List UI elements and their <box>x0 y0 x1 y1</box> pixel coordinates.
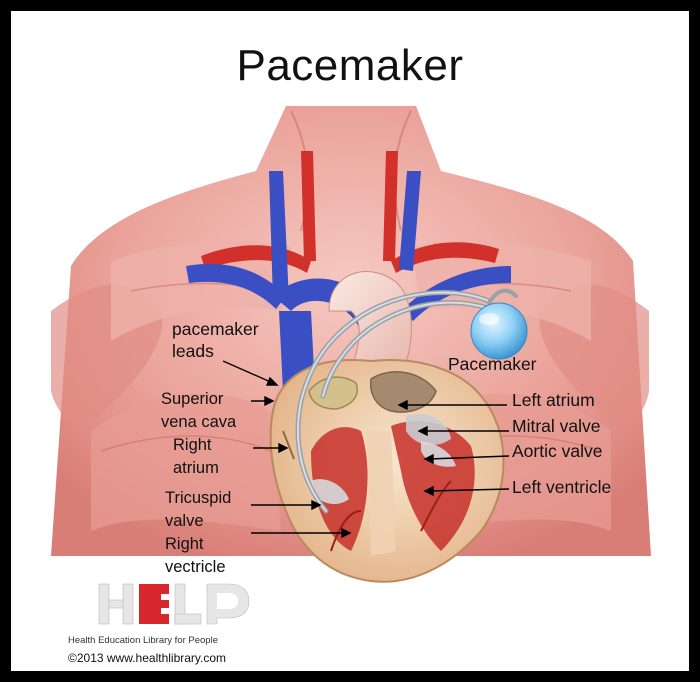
help-logo <box>98 583 250 625</box>
label-right-ventricle-line2: vectricle <box>165 558 226 576</box>
label-pacemaker-device: Pacemaker <box>448 354 537 374</box>
label-left-ventricle: Left ventricle <box>512 477 612 497</box>
heart <box>269 359 505 583</box>
logo-subtitle: Health Education Library for People <box>68 635 218 646</box>
diagram-title: Pacemaker <box>236 41 464 90</box>
label-right-atrium: Right <box>173 436 212 454</box>
label-tricuspid-valve-line2: valve <box>165 512 204 530</box>
pacemaker-lead-wires <box>295 288 518 514</box>
label-superior-vena-cava-line2: vena cava <box>161 413 237 431</box>
label-pacemaker-leads-line2: leads <box>172 341 214 361</box>
anatomy-illustration <box>51 106 651 625</box>
label-pacemaker-leads: pacemaker <box>172 319 259 339</box>
label-superior-vena-cava: Superior <box>161 390 224 408</box>
pacemaker-device <box>470 302 528 360</box>
label-mitral-valve: Mitral valve <box>512 416 601 436</box>
label-left-atrium: Left atrium <box>512 390 595 410</box>
label-pointers <box>222 360 510 539</box>
label-right-ventricle: Right <box>165 535 204 553</box>
label-right-atrium-line2: atrium <box>173 459 219 477</box>
copyright-text: ©2013 www.healthlibrary.com <box>68 651 227 665</box>
label-aortic-valve: Aortic valve <box>512 441 603 461</box>
illustration-panel: Pacemaker <box>11 11 689 671</box>
label-tricuspid-valve: Tricuspid <box>165 489 232 507</box>
aorta <box>328 271 412 372</box>
